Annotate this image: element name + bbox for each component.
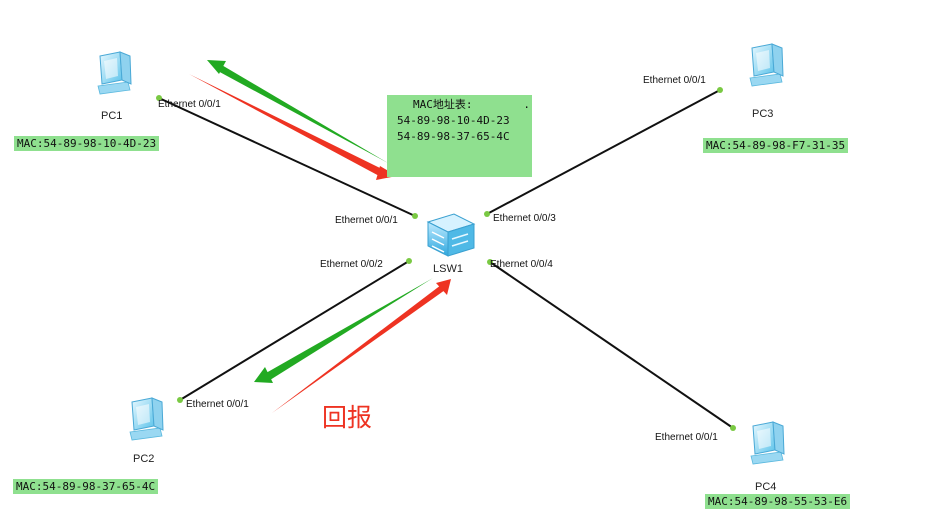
port-dot-pc1 — [156, 95, 162, 101]
port-indicators — [156, 87, 736, 431]
link-pc4-lsw1 — [489, 261, 734, 429]
switch-icon[interactable] — [426, 213, 476, 257]
pc-icon[interactable] — [97, 51, 132, 95]
pc-icon[interactable] — [750, 421, 785, 465]
port-dot-sw-e4 — [487, 259, 493, 265]
mac-table-trailing-mark: . — [523, 98, 530, 111]
red-arrow-pc1-to-switch — [189, 74, 386, 178]
switch-port-e1-label: Ethernet 0/0/1 — [335, 215, 398, 226]
port-dot-sw-e2 — [406, 258, 412, 264]
pc3-port-label: Ethernet 0/0/1 — [643, 75, 706, 86]
green-arrow-to-pc1 — [216, 64, 388, 163]
pc-icon[interactable] — [749, 43, 784, 87]
green-arrow-to-pc2 — [266, 278, 433, 380]
mac-table-entry: 54-89-98-10-4D-23 — [397, 114, 510, 127]
port-dot-sw-e3 — [484, 211, 490, 217]
pc1-port-label: Ethernet 0/0/1 — [158, 99, 221, 110]
port-dot-pc4 — [730, 425, 736, 431]
link-pc1-lsw1 — [158, 97, 416, 217]
port-dot-pc3 — [717, 87, 723, 93]
pc2-mac-label: MAC:54-89-98-37-65-4C — [13, 479, 159, 494]
pc2-label: PC2 — [133, 453, 154, 465]
pc-icon[interactable] — [129, 397, 164, 441]
switch-port-e4-label: Ethernet 0/0/4 — [490, 259, 553, 270]
switch-port-e2-label: Ethernet 0/0/2 — [320, 259, 383, 270]
link-pc2-lsw1 — [179, 260, 410, 401]
red-arrow-pc2-to-switch — [272, 285, 445, 413]
pc3-mac-label: MAC:54-89-98-F7-31-35 — [703, 138, 849, 153]
pc1-mac-label: MAC:54-89-98-10-4D-23 — [14, 136, 160, 151]
reply-annotation: 回报 — [322, 403, 373, 432]
switch-port-e3-label: Ethernet 0/0/3 — [493, 213, 556, 224]
mac-table-entry: 54-89-98-37-65-4C — [397, 130, 510, 143]
pc4-port-label: Ethernet 0/0/1 — [655, 432, 718, 443]
pc4-label: PC4 — [755, 481, 776, 493]
switch-label: LSW1 — [433, 263, 463, 275]
pc1-label: PC1 — [101, 110, 122, 122]
mac-table-note: MAC地址表: . 54-89-98-10-4D-23 54-89-98-37-… — [387, 95, 532, 177]
pc3-label: PC3 — [752, 108, 773, 120]
links — [158, 89, 734, 429]
mac-table-title: MAC地址表: — [413, 98, 473, 111]
pc2-port-label: Ethernet 0/0/1 — [186, 399, 249, 410]
pc4-mac-label: MAC:54-89-98-55-53-E6 — [705, 494, 851, 509]
flow-arrows — [189, 60, 451, 413]
port-dot-sw-e1 — [412, 213, 418, 219]
port-dot-pc2 — [177, 397, 183, 403]
mac-table-title-row: MAC地址表: . — [397, 97, 532, 113]
link-pc3-lsw1 — [486, 89, 721, 215]
